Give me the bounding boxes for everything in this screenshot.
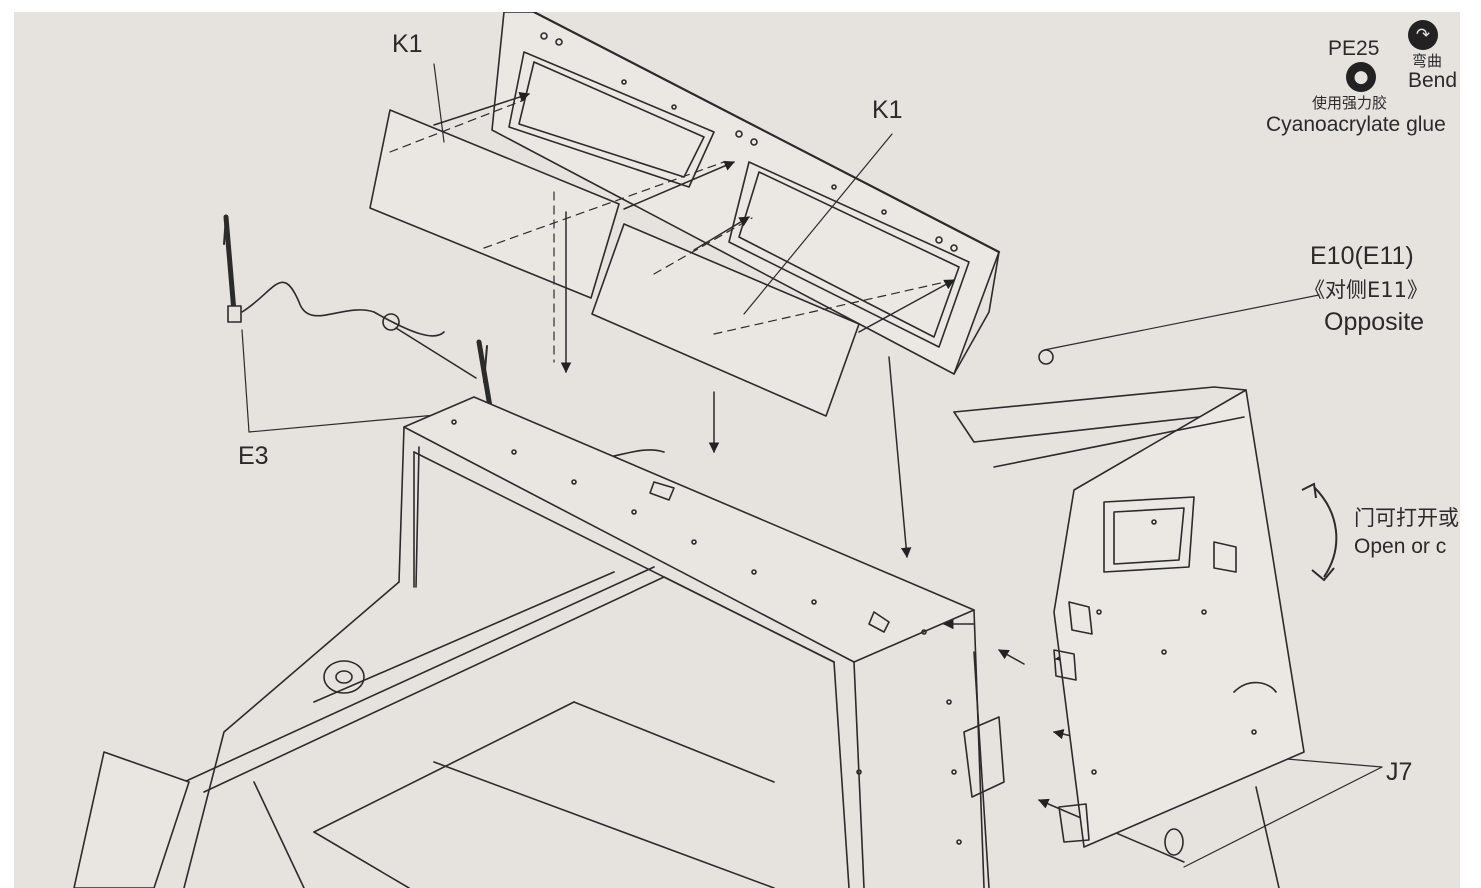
door-panel	[953, 349, 1305, 888]
label-pe25: PE25	[1328, 37, 1380, 60]
glass-panel-k1-left	[369, 109, 620, 299]
label-e3: E3	[238, 442, 269, 470]
windshield-frame	[491, 12, 1001, 375]
vehicle-body	[73, 396, 1005, 888]
label-e10-opposite: Opposite	[1324, 308, 1425, 336]
glue-label-cn: 使用强力胶	[1312, 94, 1388, 112]
double-arrow-icon	[1301, 482, 1338, 582]
glue-drop-icon: ●	[1346, 62, 1376, 92]
assembly-diagram	[73, 12, 1383, 888]
bend-label-cn: 弯曲	[1412, 52, 1443, 70]
glass-panel-k1-right	[591, 223, 860, 417]
label-e10-cn: 《对侧E11》	[1304, 278, 1428, 302]
door-note-cn: 门可打开或	[1354, 506, 1459, 530]
door-note: Open or c	[1354, 535, 1447, 558]
label-e10: E10(E11)	[1310, 242, 1414, 270]
label-k1-right: K1	[872, 96, 903, 124]
label-k1-left: K1	[392, 30, 423, 58]
bend-icon: ↷	[1408, 20, 1438, 50]
bend-label: Bend	[1408, 69, 1458, 92]
label-j7: J7	[1386, 758, 1413, 786]
instruction-sheet: K1 K1 E3 E10(E11) 《对侧E11》 Opposite J7 PE…	[14, 12, 1460, 888]
glue-label: Cyanoacrylate glue	[1266, 113, 1446, 136]
mirror-e10	[1038, 349, 1054, 365]
